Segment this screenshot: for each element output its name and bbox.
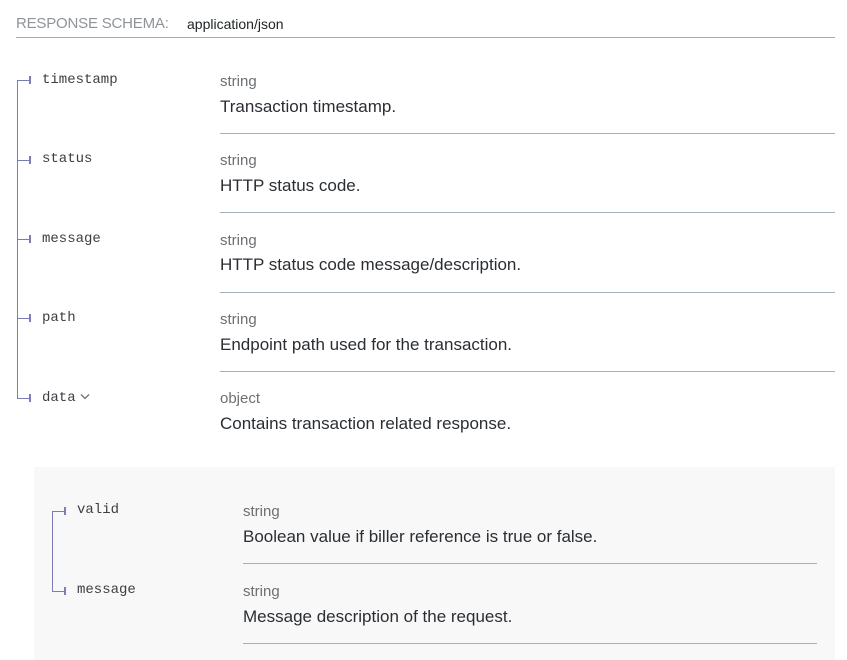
tree-connector-vertical (52, 511, 53, 591)
property-name: valid (77, 502, 120, 518)
tree-connector-horizontal (17, 160, 29, 161)
chevron-down-icon[interactable] (80, 389, 90, 405)
response-schema-header: RESPONSE SCHEMA: application/json (16, 0, 835, 38)
tree-node-tick (29, 394, 31, 402)
property-type: string (220, 232, 257, 249)
property-type: object (220, 390, 261, 407)
tree-node-tick (29, 235, 31, 243)
property-type: string (220, 152, 257, 169)
row-divider (220, 133, 835, 134)
property-name: message (42, 231, 101, 247)
tree-connector-horizontal (17, 318, 29, 319)
tree-node-tick (29, 314, 31, 322)
row-divider (243, 563, 817, 564)
property-name: status (42, 151, 93, 167)
row-divider (243, 643, 817, 644)
property-description: Contains transaction related response. (220, 414, 512, 433)
nested-schema-data: valid string Boolean value if biller ref… (34, 467, 835, 660)
tree-connector-horizontal (17, 80, 29, 81)
property-name: message (77, 582, 136, 598)
row-divider (220, 292, 835, 293)
property-name-toggle[interactable]: data (42, 389, 90, 406)
property-description: Endpoint path used for the transaction. (220, 335, 513, 354)
property-type: string (220, 73, 257, 90)
tree-node-tick (29, 76, 31, 84)
tree-node-tick (64, 507, 66, 515)
tree-connector-horizontal (52, 591, 64, 592)
property-description: Transaction timestamp. (220, 97, 397, 116)
property-type: string (243, 583, 280, 600)
property-name: timestamp (42, 72, 118, 88)
content-type-value: application/json (187, 16, 284, 32)
property-type: string (220, 311, 257, 328)
tree-connector-horizontal (17, 239, 29, 240)
property-description: HTTP status code message/description. (220, 255, 522, 274)
property-description: Message description of the request. (243, 607, 513, 626)
tree-connector-horizontal (52, 511, 64, 512)
row-divider (220, 371, 835, 372)
property-name: path (42, 310, 76, 326)
property-description: Boolean value if biller reference is tru… (243, 527, 598, 546)
property-description: HTTP status code. (220, 176, 361, 195)
property-name: data (42, 390, 76, 406)
response-schema-label: RESPONSE SCHEMA: (16, 15, 169, 32)
tree-node-tick (29, 156, 31, 164)
tree-connector-horizontal (17, 398, 29, 399)
tree-node-tick (64, 587, 66, 595)
property-type: string (243, 503, 280, 520)
row-divider (220, 212, 835, 213)
